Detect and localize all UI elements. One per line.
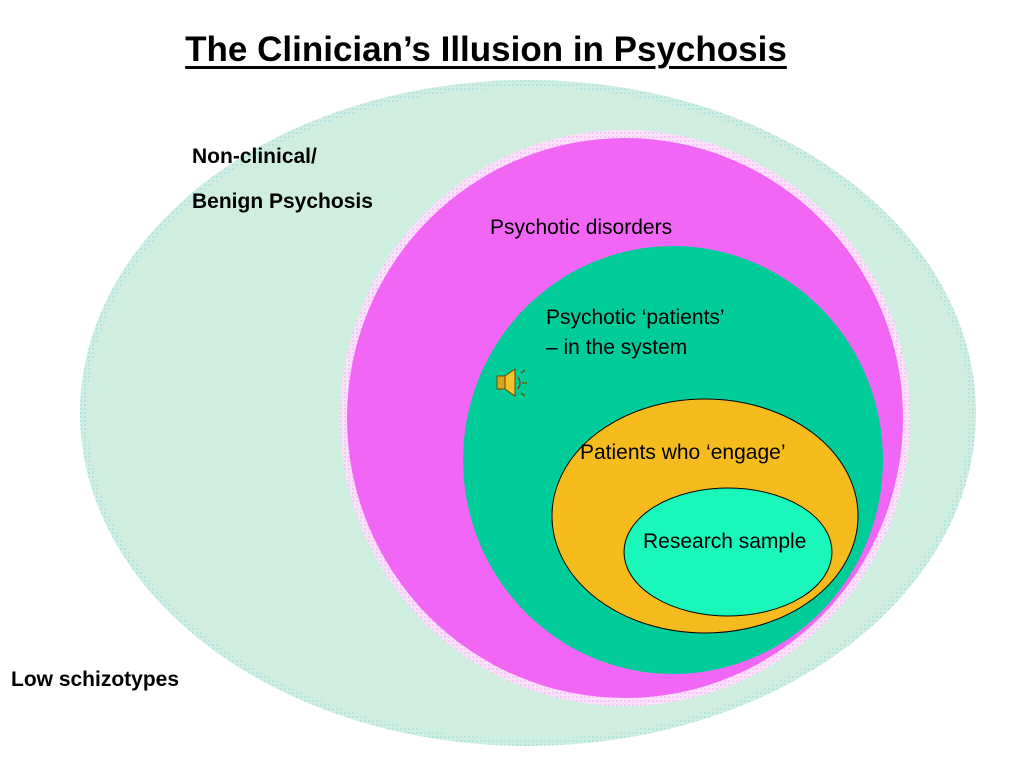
outer-region-label-line-1: Non-clinical/ [192, 145, 317, 168]
page-title: The Clinician’s Illusion in Psychosis [185, 30, 787, 69]
low-schizotypes-label: Low schizotypes [11, 668, 180, 691]
patients-region-label-line-1: Psychotic ‘patients’ [546, 306, 725, 329]
research-region-label: Research sample [643, 530, 807, 553]
engage-region-label: Patients who ‘engage’ [580, 441, 786, 464]
speaker-icon[interactable] [496, 368, 527, 397]
research-region [623, 487, 833, 617]
outer-region-label-line-2: Benign Psychosis [192, 190, 373, 213]
patients-region-label-line-2: – in the system [546, 336, 688, 359]
disorders-region-label: Psychotic disorders [490, 216, 673, 239]
